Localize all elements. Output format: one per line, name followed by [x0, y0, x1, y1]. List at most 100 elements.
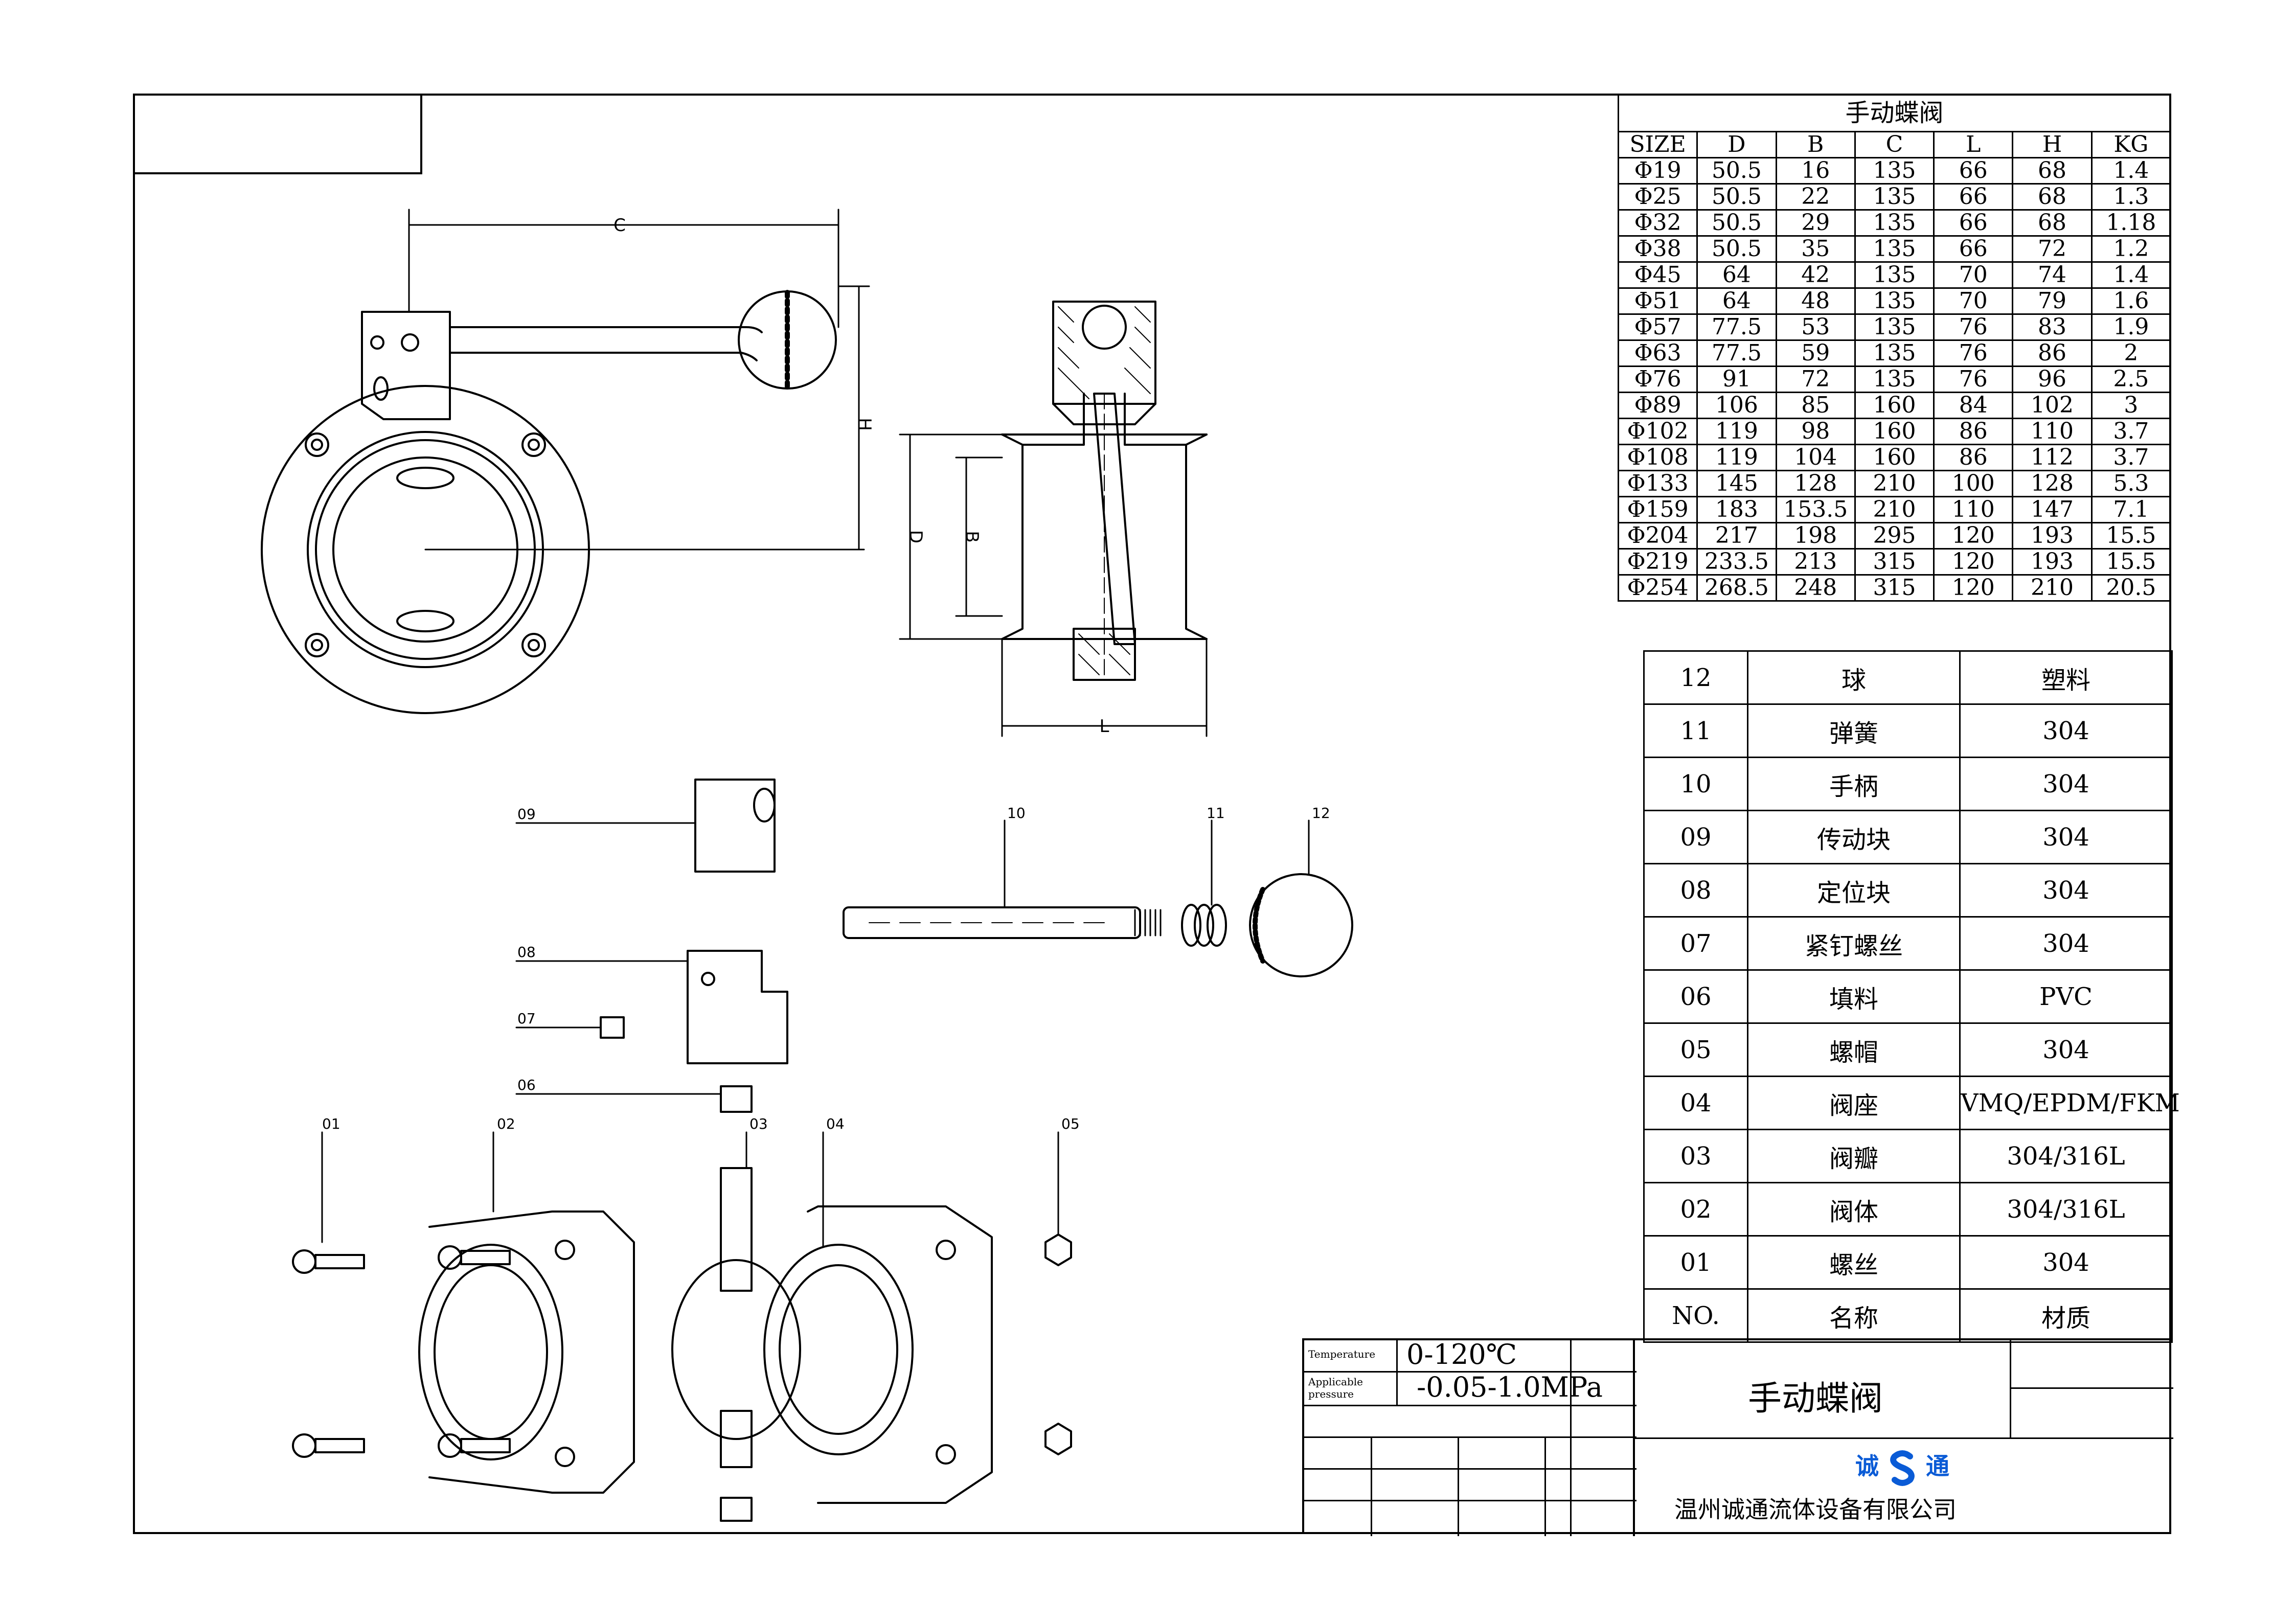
part-name: 球: [1747, 650, 1961, 705]
part-name: 定位块: [1747, 863, 1961, 918]
part-name: 传动块: [1747, 810, 1961, 864]
col-h: H: [2012, 131, 2093, 158]
size-table-cell: 153.5: [1775, 496, 1856, 523]
size-table-cell: 119: [1696, 418, 1777, 445]
part-material: VMQ/EPDM/FKM: [1959, 1076, 2180, 1130]
size-table-cell: 145: [1696, 470, 1777, 497]
company-logo: 诚 通: [1855, 1448, 1949, 1486]
part-number: 06: [1643, 969, 1748, 1024]
size-table-cell: 68: [2012, 157, 2093, 185]
dim-label-h: H: [854, 418, 875, 431]
size-table-cell: 135: [1854, 183, 1935, 211]
col-c: C: [1854, 131, 1935, 158]
dim-label-b: B: [962, 531, 982, 542]
part-number: 03: [1643, 1129, 1748, 1183]
size-table-cell: 35: [1775, 235, 1856, 263]
callout-11: 11: [1207, 805, 1225, 821]
size-table-cell: 119: [1696, 444, 1777, 471]
size-table-cell: 48: [1775, 287, 1856, 315]
callout-01: 01: [322, 1115, 340, 1132]
size-table-cell: 85: [1775, 392, 1856, 419]
drawing-labels: C H D B L 01 02 03 04 05 06 07 08 09 10 …: [322, 215, 1330, 1132]
part-number: 12: [1643, 650, 1748, 705]
size-table-cell: 77.5: [1696, 339, 1777, 367]
part-material: 304: [1959, 810, 2173, 864]
size-table-cell: 135: [1854, 313, 1935, 341]
part-number: 09: [1643, 810, 1748, 864]
callout-09: 09: [517, 806, 536, 823]
size-table-cell: 120: [1933, 522, 2014, 550]
size-table-cell: Φ133: [1617, 470, 1698, 497]
size-table-cell: Φ254: [1617, 574, 1698, 602]
size-table-cell: 22: [1775, 183, 1856, 211]
company-name: 温州诚通流体设备有限公司: [1674, 1496, 1957, 1523]
size-table-cell: 5.3: [2090, 470, 2172, 497]
size-table-cell: 106: [1696, 392, 1777, 419]
callout-05: 05: [1061, 1115, 1080, 1132]
size-table-cell: 315: [1854, 574, 1935, 602]
part-number: 01: [1643, 1235, 1748, 1290]
size-table-cell: Φ45: [1617, 261, 1698, 289]
temperature-value: 0-120℃: [1406, 1338, 1517, 1370]
size-table-cell: 50.5: [1696, 235, 1777, 263]
size-table-cell: 16: [1775, 157, 1856, 185]
parts-header-no: NO.: [1643, 1288, 1748, 1343]
part-name: 弹簧: [1747, 703, 1961, 758]
dim-label-d: D: [905, 530, 926, 543]
size-table-cell: Φ51: [1617, 287, 1698, 315]
size-table-cell: 128: [1775, 470, 1856, 497]
logo-char-left: 诚: [1855, 1452, 1879, 1480]
size-table-cell: 3.7: [2090, 444, 2172, 471]
dim-label-l: L: [1100, 716, 1109, 737]
size-table-cell: 135: [1854, 261, 1935, 289]
size-table-cell: 217: [1696, 522, 1777, 550]
callout-12: 12: [1312, 805, 1330, 821]
pressure-label-2: pressure: [1308, 1388, 1354, 1400]
part-material: 304: [1959, 863, 2173, 918]
size-table-cell: Φ57: [1617, 313, 1698, 341]
size-table-cell: 42: [1775, 261, 1856, 289]
size-table-cell: Φ102: [1617, 418, 1698, 445]
parts-list-header: NO. 名称 材质: [1643, 1288, 2173, 1343]
logo-s-icon: [1890, 1450, 1915, 1486]
part-material: PVC: [1959, 969, 2173, 1024]
part-name: 紧钉螺丝: [1747, 916, 1961, 971]
part-material: 304: [1959, 757, 2173, 811]
size-table-cell: 110: [1933, 496, 2014, 523]
size-table-cell: Φ159: [1617, 496, 1698, 523]
size-table-cell: 86: [1933, 418, 2014, 445]
size-table-cell: 193: [2012, 522, 2093, 550]
size-table-cell: 210: [1854, 470, 1935, 497]
col-size: SIZE: [1617, 131, 1698, 158]
size-table-cell: 79: [2012, 287, 2093, 315]
size-table-cell: 76: [1933, 365, 2014, 393]
size-table-cell: 77.5: [1696, 313, 1777, 341]
part-material: 304/316L: [1959, 1129, 2173, 1183]
size-table-cell: 68: [2012, 209, 2093, 237]
size-table-cell: 96: [2012, 365, 2093, 393]
parts-header-name: 名称: [1747, 1288, 1961, 1343]
size-table-cell: 210: [1854, 496, 1935, 523]
section-view: [899, 301, 1208, 737]
size-table-cell: 160: [1854, 392, 1935, 419]
size-table-cell: 50.5: [1696, 183, 1777, 211]
size-table-cell: 3.7: [2090, 418, 2172, 445]
